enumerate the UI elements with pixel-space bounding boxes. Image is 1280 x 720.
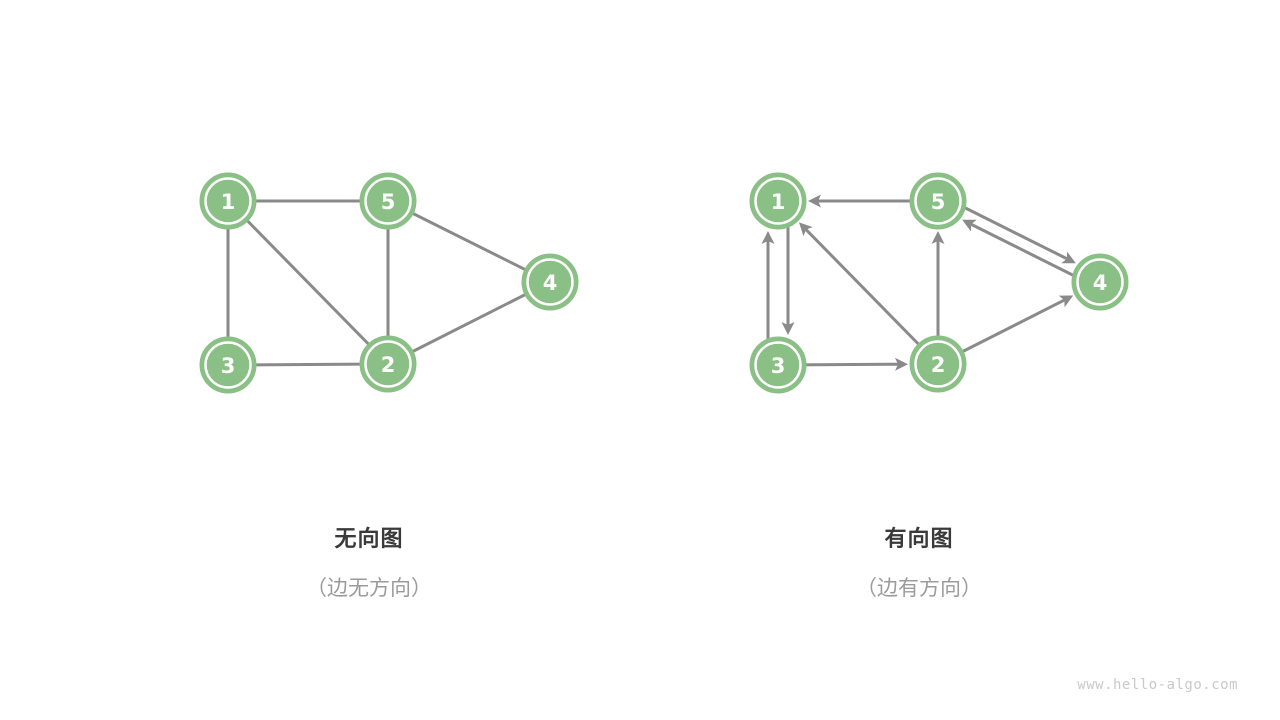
edge-2-4 <box>387 280 551 366</box>
node-label: 1 <box>221 190 236 214</box>
node-inner-ring <box>754 341 802 389</box>
node-inner-ring <box>204 177 252 225</box>
node-inner-ring <box>526 258 574 306</box>
undirected-node-3: 3 <box>199 336 257 394</box>
node-label: 3 <box>771 354 786 378</box>
directed-graph: 1 5 4 3 2 <box>749 172 1129 394</box>
node-inner-ring <box>914 340 962 388</box>
arrowhead <box>761 231 775 244</box>
undirected-graph-subtitle: （边无方向） <box>306 577 432 600</box>
node-label: 1 <box>771 190 786 214</box>
node-label: 3 <box>221 354 236 378</box>
node-inner-ring <box>364 177 412 225</box>
undirected-node-4: 4 <box>521 253 579 311</box>
arrowhead <box>781 322 795 335</box>
arrowhead <box>962 219 977 232</box>
node-inner-ring <box>1076 258 1124 306</box>
undirected-node-2: 2 <box>359 335 417 393</box>
arrowhead <box>931 231 945 244</box>
undirected-graph: 1 5 4 3 2 <box>199 172 579 394</box>
directed-node-4: 4 <box>1071 253 1129 311</box>
undirected-graph-title: 无向图 <box>334 526 404 551</box>
undirected-node-5: 5 <box>359 172 417 230</box>
directed-graph-subtitle: （边有方向） <box>856 577 982 600</box>
node-label: 5 <box>381 190 396 214</box>
directed-graph-title: 有向图 <box>884 526 954 551</box>
edge-5-4 <box>387 199 551 284</box>
node-inner-ring <box>914 177 962 225</box>
undirected-node-1: 1 <box>199 172 257 230</box>
directed-node-1: 1 <box>749 172 807 230</box>
node-inner-ring <box>754 177 802 225</box>
edge-2-to-1 <box>799 222 940 366</box>
node-inner-ring <box>204 341 252 389</box>
edge-1-2 <box>226 199 390 366</box>
arrowhead <box>1058 295 1074 308</box>
directed-node-5: 5 <box>909 172 967 230</box>
directed-node-3: 3 <box>749 336 807 394</box>
node-label: 4 <box>543 271 558 295</box>
arrowhead <box>894 357 909 371</box>
watermark-url: www.hello-algo.com <box>1077 677 1238 693</box>
arrowhead <box>799 222 813 237</box>
arrowhead <box>808 194 821 208</box>
node-label: 4 <box>1093 271 1108 295</box>
node-label: 2 <box>381 353 396 377</box>
node-label: 2 <box>931 353 946 377</box>
directed-node-2: 2 <box>909 335 967 393</box>
node-inner-ring <box>364 340 412 388</box>
node-label: 5 <box>931 190 946 214</box>
arrowhead <box>1061 251 1076 264</box>
